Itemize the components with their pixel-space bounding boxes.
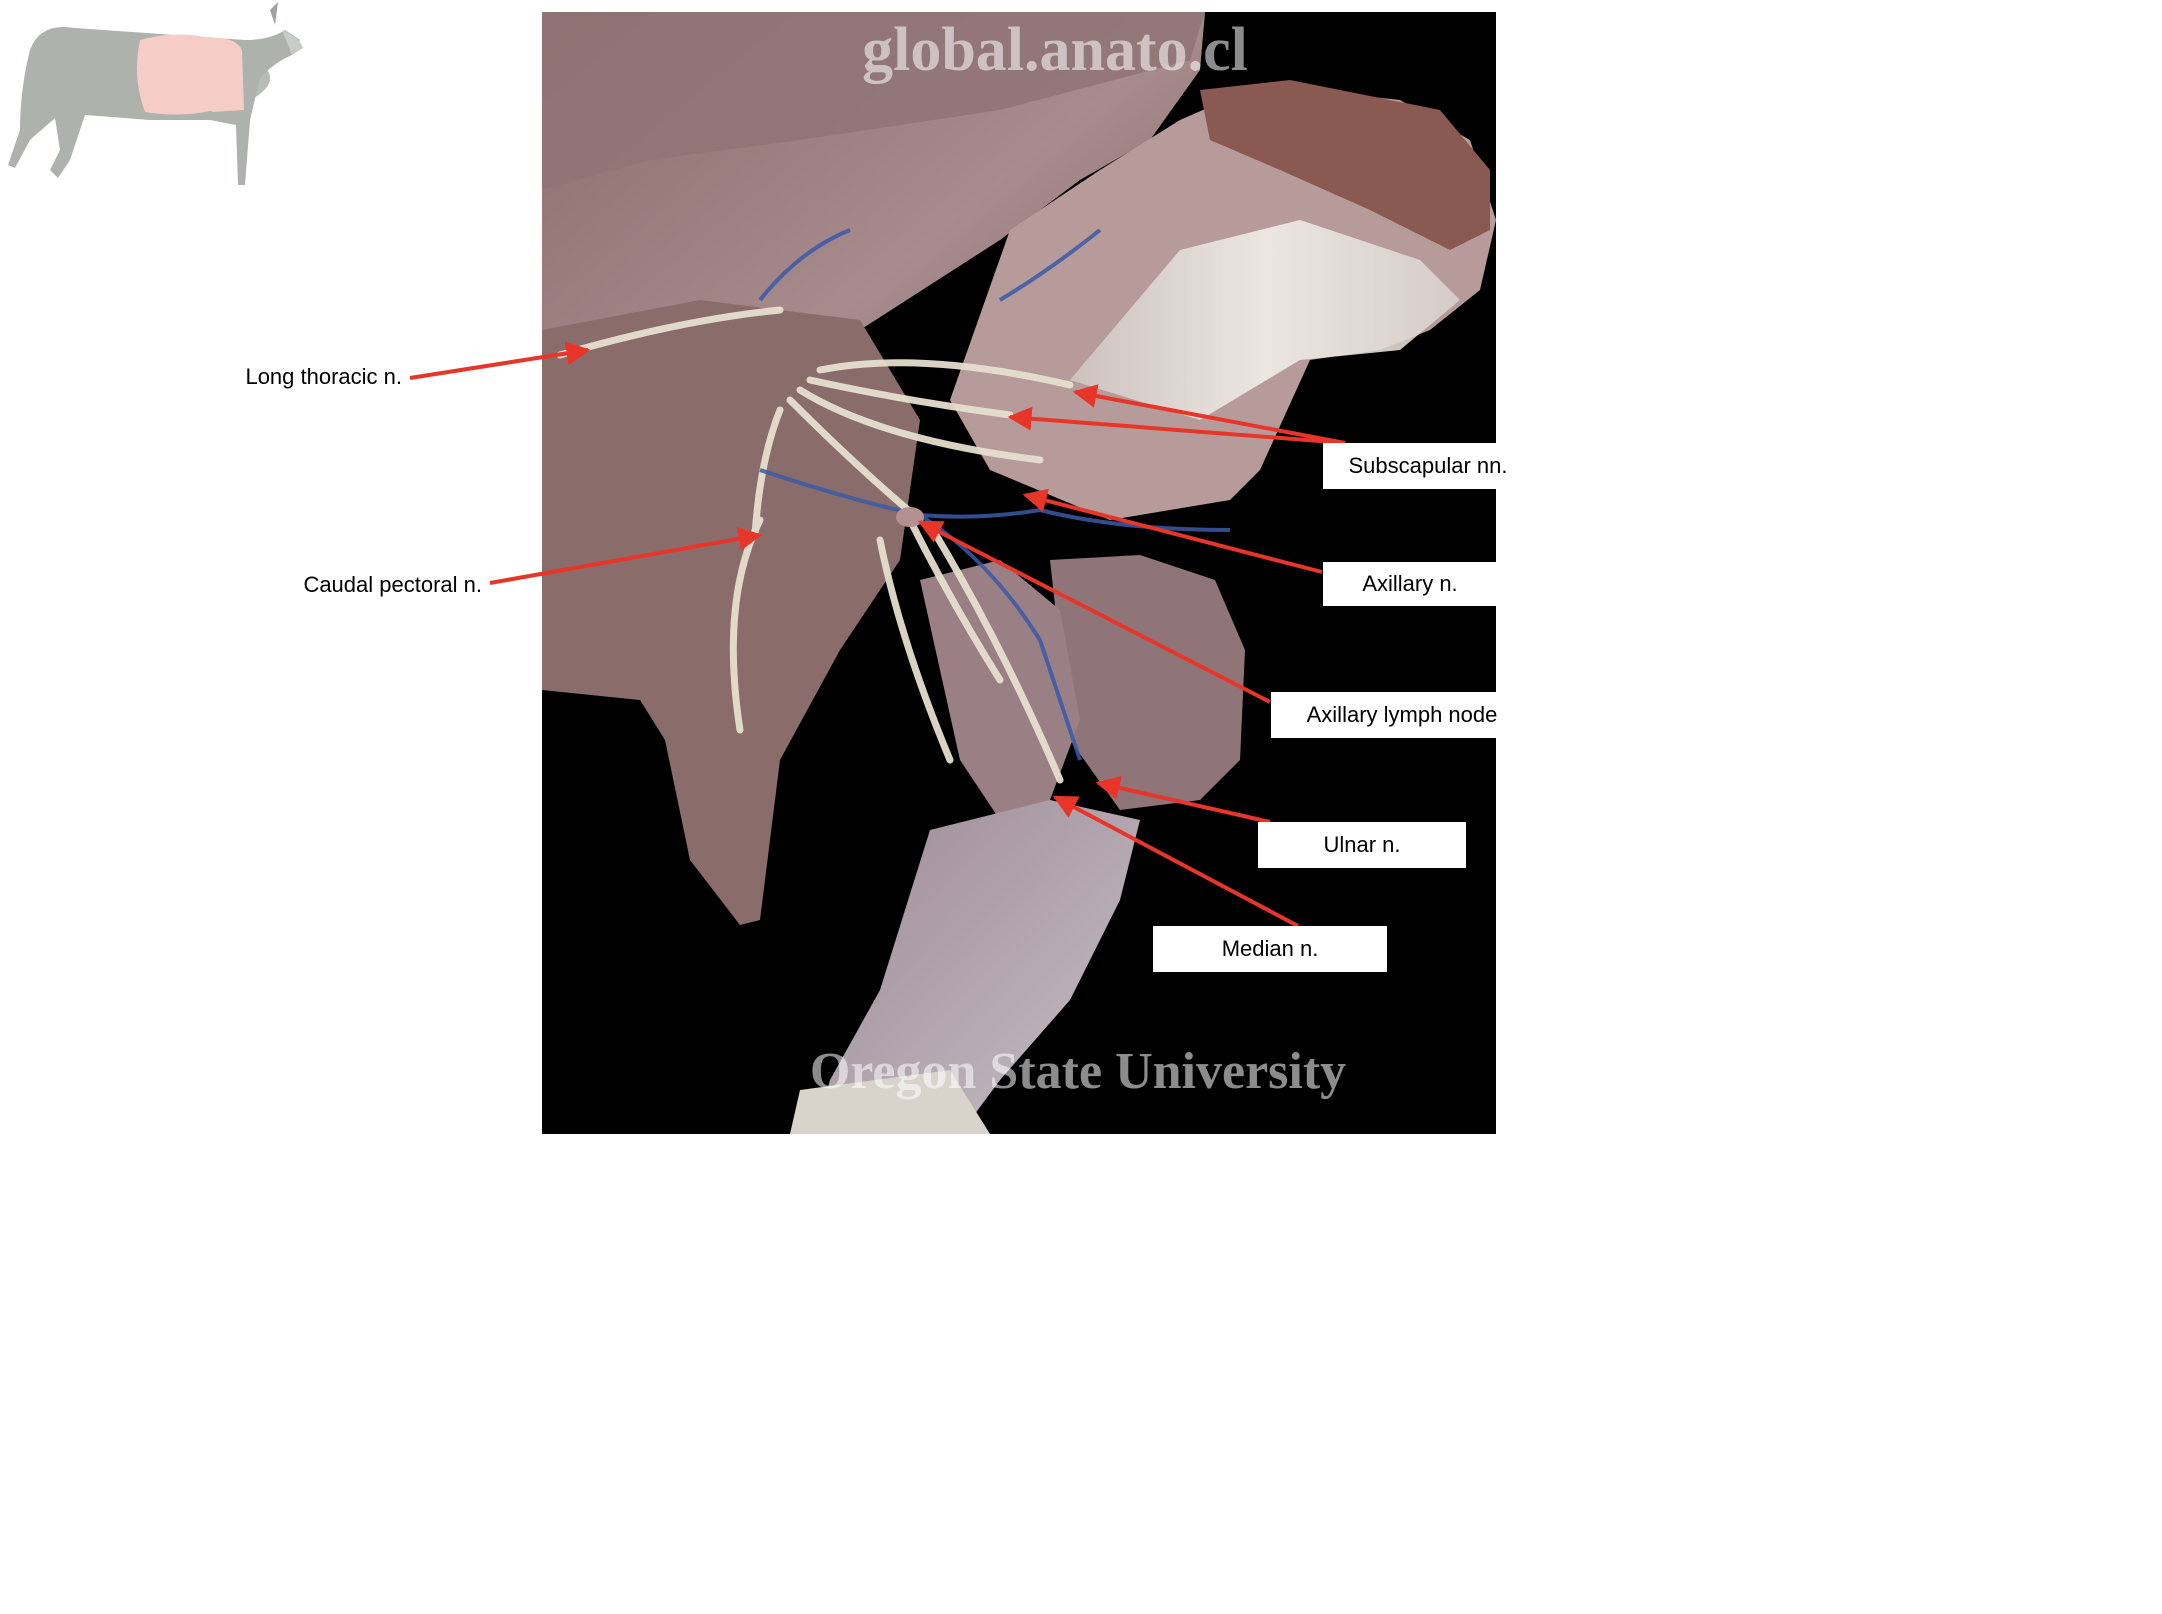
leader-arrows	[409, 341, 1346, 928]
slide: global.anato.cl Oregon State University …	[8, 2, 1533, 1134]
label-axillary-lymph-node: Axillary lymph node	[1271, 692, 1533, 738]
watermark-bottom: Oregon State University	[810, 1043, 1346, 1100]
arrow-subscapular-2	[1007, 406, 1346, 445]
label-median-n: Median n.	[1153, 926, 1387, 972]
arrow-caudal-pectoral	[489, 526, 763, 585]
arrow-median	[1052, 795, 1299, 928]
goat-icon	[8, 2, 303, 185]
arrow-axillary	[1022, 488, 1323, 574]
region-highlight-shoulder	[204, 37, 244, 112]
label-ulnar-n: Ulnar n.	[1258, 822, 1466, 868]
label-subscapular-nn: Subscapular nn.	[1323, 443, 1533, 489]
label-long-thoracic-n: Long thoracic n.	[245, 364, 402, 389]
region-highlight-thorax	[136, 34, 215, 115]
label-caudal-pectoral-n: Caudal pectoral n.	[303, 572, 482, 597]
arrow-axillary-lymph-node	[917, 520, 1271, 704]
watermark-top: global.anato.cl	[862, 16, 1248, 84]
label-axillary-n: Axillary n.	[1323, 562, 1497, 606]
arrow-ulnar	[1095, 776, 1271, 824]
arrow-long-thoracic	[409, 341, 591, 380]
arrow-subscapular-1	[1072, 384, 1346, 445]
